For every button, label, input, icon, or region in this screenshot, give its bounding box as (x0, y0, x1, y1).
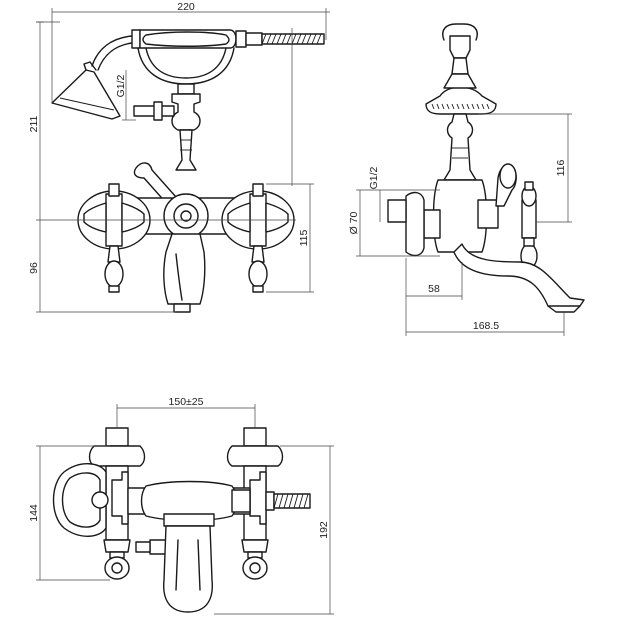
top-view (36, 404, 334, 615)
dim-top-depth-small: 144 (28, 504, 40, 522)
dim-top-depth-total: 192 (318, 521, 330, 539)
dim-side-depth-inner: 58 (428, 283, 440, 295)
side-column (443, 113, 477, 181)
dimension-labels: 220 211 96 115 G1/2 116 G1/2 Ø 70 58 168… (28, 1, 567, 539)
top-left-inlet (105, 427, 129, 447)
top-right-inlet (243, 427, 267, 447)
top-hose (273, 493, 311, 509)
front-column (177, 83, 195, 95)
dim-front-thread: G1/2 (115, 74, 127, 97)
dim-front-height-lower: 96 (28, 262, 40, 274)
top-spout (163, 525, 213, 613)
front-hose (261, 33, 325, 45)
dim-front-height-upper: 211 (28, 115, 40, 132)
dim-front-width: 220 (177, 1, 195, 13)
dim-side-depth-total: 168.5 (473, 320, 499, 332)
top-handset (140, 480, 238, 522)
dim-side-flange-diameter: Ø 70 (348, 211, 360, 234)
side-spout (453, 243, 585, 307)
side-view (356, 23, 585, 336)
front-spout (163, 233, 206, 305)
front-shower-arm (91, 35, 133, 67)
dim-side-shower-height: 116 (555, 159, 567, 176)
side-shower-hook (449, 35, 471, 59)
dim-top-center-distance: 150±25 (169, 396, 204, 408)
side-mixer-body (432, 179, 488, 253)
front-shower-head (51, 69, 121, 120)
dim-front-spout-height: 115 (298, 229, 310, 246)
dim-side-thread: G1/2 (368, 166, 380, 189)
side-shower-head (425, 86, 497, 115)
side-wall-flange (405, 191, 425, 257)
front-view (36, 8, 330, 313)
